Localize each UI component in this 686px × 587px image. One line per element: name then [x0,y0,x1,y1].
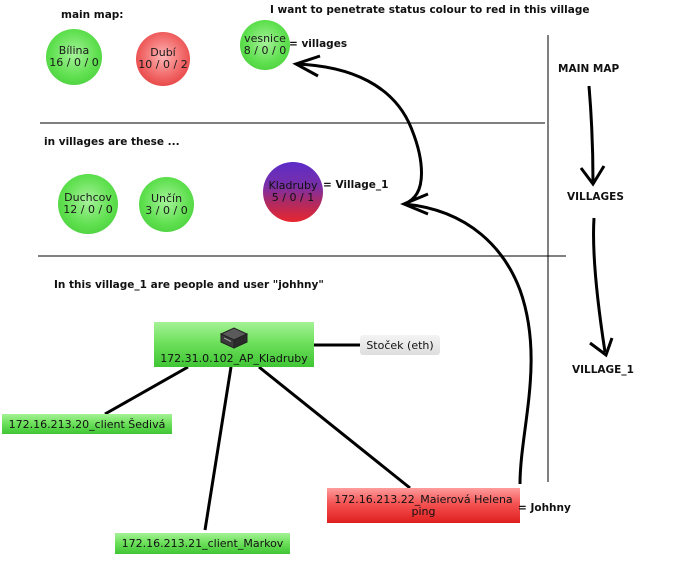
annotation-johhny: = Johhny [518,502,571,514]
side-label-villages: VILLAGES [567,191,624,203]
request-note: I want to penetrate status colour to red… [270,4,590,16]
arrowhead-villages [579,165,606,187]
node-maierova-status: ping [411,504,436,518]
arrowhead-village1 [589,337,614,358]
node-maierova-label: 172.16.213.22_Maierová Helena [334,492,513,506]
node-client-markov-label: 172.16.213.21_client_Markov [121,537,284,550]
link-ap-sediva [104,365,189,416]
annotation-villages: = villages [289,38,348,50]
side-label-main-map: MAIN MAP [558,63,620,75]
heading-main-map: main map: [61,9,124,21]
heading-village-1: In this village_1 are people and user "j… [54,279,324,291]
map-node-label: Dubí [150,46,176,59]
map-node-vesnice[interactable]: vesnice 8 / 0 / 0 [240,20,290,70]
side-label-village-1: VILLAGE_1 [572,364,634,376]
node-ap-label: 172.31.0.102_AP_Kladruby [160,352,308,365]
arrow-maierova-to-kladruby [403,202,533,485]
node-maierova[interactable]: 172.16.213.22_Maierová Helena ping [327,488,520,523]
arrow-villages-village1 [592,217,607,353]
link-ap-maierova [258,365,411,490]
map-node-label: Kladruby [268,179,318,192]
node-stocek[interactable]: Stoček (eth) [360,335,440,355]
map-node-counts: 8 / 0 / 0 [243,44,287,57]
map-node-counts: 3 / 0 / 0 [145,203,188,217]
map-node-bilina[interactable]: Bílina 16 / 0 / 0 [46,29,102,85]
node-ap-kladruby[interactable]: 172.31.0.102_AP_Kladruby [154,322,314,367]
node-client-sediva[interactable]: 172.16.213.20_client Šedivá [2,414,172,434]
map-node-label: Bílina [58,44,90,57]
map-node-counts: 10 / 0 / 2 [138,58,188,71]
map-node-label: Duchcov [64,191,112,204]
map-node-counts: 12 / 0 / 0 [63,203,113,216]
arrowhead-vesnice [292,54,321,78]
arrow-kladruby-to-vesnice [295,62,423,206]
map-node-uncin[interactable]: Unčín 3 / 0 / 0 [139,177,194,232]
node-stocek-label: Stoček (eth) [366,338,434,352]
map-node-kladruby[interactable]: Kladruby 5 / 0 / 1 [263,162,323,222]
annotation-village-1: = Village_1 [323,179,389,191]
node-client-sediva-label: 172.16.213.20_client Šedivá [8,417,166,431]
heading-villages: in villages are these ... [44,136,180,148]
map-node-counts: 16 / 0 / 0 [49,56,99,69]
map-node-label: vesnice [244,32,286,45]
map-node-counts: 5 / 0 / 1 [271,191,315,204]
link-ap-markov [203,366,233,531]
map-node-duchcov[interactable]: Duchcov 12 / 0 / 0 [58,174,118,234]
map-node-dubi[interactable]: Dubí 10 / 0 / 2 [136,32,190,86]
server-icon [219,327,249,349]
node-client-markov[interactable]: 172.16.213.21_client_Markov [115,533,290,554]
arrow-mainmap-villages [587,85,595,183]
map-node-label: Unčín [150,191,183,205]
